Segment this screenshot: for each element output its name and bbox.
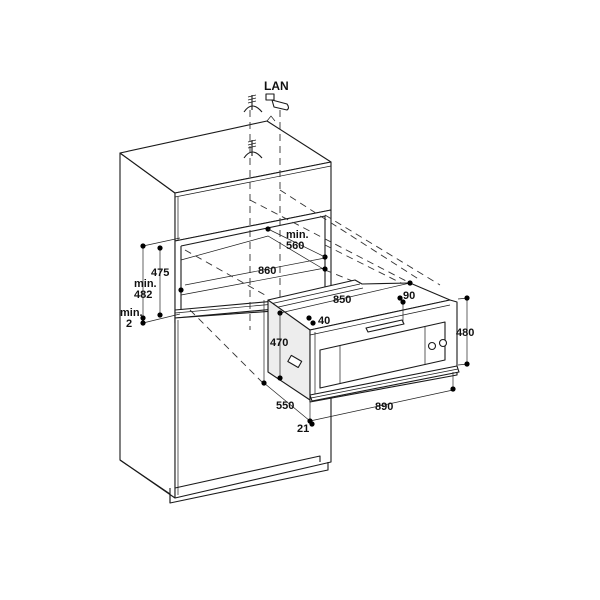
connection-icons: LAN bbox=[243, 79, 290, 159]
dim-480: 480 bbox=[456, 327, 474, 339]
antenna-icon bbox=[243, 94, 263, 113]
appliance-dimensions: 850 90 40 470 480 550 890 21 bbox=[261, 280, 474, 460]
dim-550: 550 bbox=[276, 400, 294, 412]
dim-90: 90 bbox=[403, 290, 415, 302]
drawer-handle bbox=[365, 319, 405, 333]
dim-475: 475 bbox=[151, 267, 169, 279]
dim-min-482: 482 bbox=[134, 289, 152, 301]
antenna-icon bbox=[243, 139, 263, 159]
side-vent bbox=[287, 354, 303, 369]
lan-label: LAN bbox=[264, 79, 289, 93]
dim-890: 890 bbox=[375, 401, 393, 413]
dim-21: 21 bbox=[297, 423, 309, 435]
dim-min-560: 560 bbox=[286, 240, 304, 252]
dim-850: 850 bbox=[333, 294, 351, 306]
niche-dimensions: 475 min. 482 min. 2 860 min. 560 bbox=[120, 226, 328, 330]
warming-drawer bbox=[267, 279, 460, 403]
dim-470: 470 bbox=[270, 337, 288, 349]
dim-min-2: 2 bbox=[126, 318, 132, 330]
dim-40: 40 bbox=[318, 315, 330, 327]
dim-860: 860 bbox=[258, 265, 276, 277]
dim-min-482-label: min. bbox=[134, 278, 157, 290]
control-knob bbox=[438, 338, 448, 348]
dim-min-560-label: min. bbox=[286, 229, 309, 241]
dim-min-2-label: min. bbox=[120, 307, 143, 319]
control-knob bbox=[427, 341, 437, 351]
drawer-window bbox=[319, 321, 446, 389]
lan-plug-icon bbox=[265, 93, 290, 111]
